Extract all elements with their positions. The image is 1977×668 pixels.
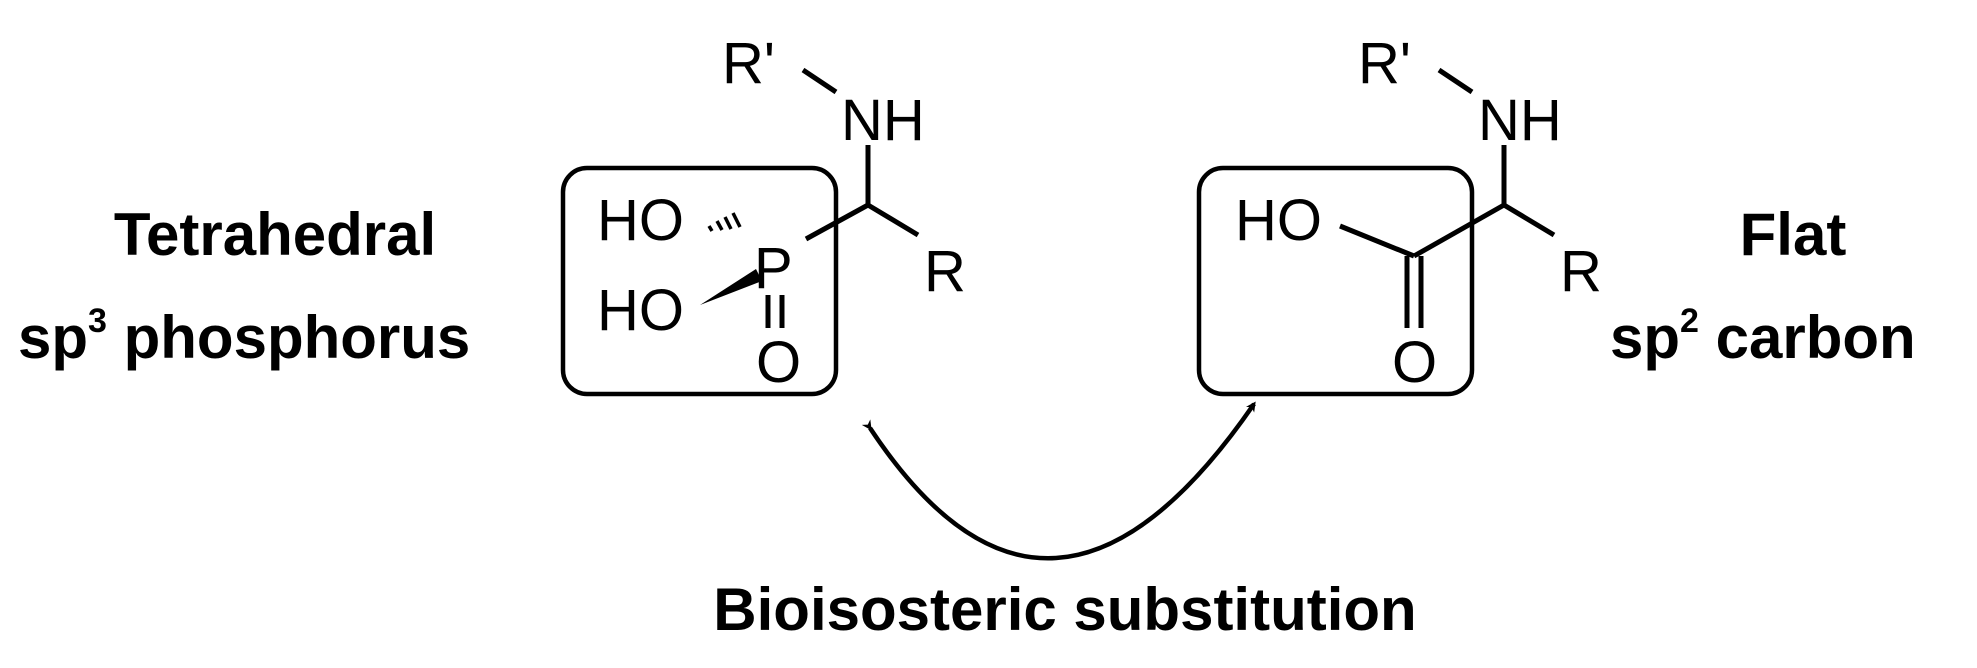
- carboxylic-structure: R' NH R HO O: [1196, 31, 1602, 397]
- phosphonate-r-prime: R': [722, 31, 775, 96]
- phosphonate-structure: R' NH R HO HO P O: [560, 31, 966, 397]
- hashed-wedge-segment: [723, 216, 733, 230]
- hashed-wedge-segment: [707, 225, 714, 232]
- carbonyl-oxygen: O: [1392, 330, 1437, 395]
- left-label: Tetrahedral sp3 phosphorus: [18, 201, 470, 371]
- solid-wedge-bond: [700, 269, 762, 305]
- hashed-wedge-segment: [731, 212, 742, 228]
- right-label-sp: sp: [1610, 304, 1680, 371]
- carboxylic-r-prime: R': [1358, 31, 1411, 96]
- phosphonate-ho-bottom: HO: [597, 278, 684, 343]
- left-label-sp: sp: [18, 304, 88, 371]
- left-label-suffix: phosphorus: [107, 304, 470, 371]
- hashed-wedge-segment: [715, 220, 724, 231]
- right-label-suffix: carbon: [1699, 304, 1916, 371]
- phosphonate-ho-top: HO: [597, 188, 684, 253]
- bond-rprime-nh: [1437, 67, 1474, 95]
- carboxylic-ho: HO: [1235, 188, 1322, 253]
- carboxylic-nh: NH: [1478, 88, 1562, 153]
- phosphorus-atom: P: [754, 236, 793, 301]
- phosphonate-r: R: [924, 239, 966, 304]
- left-label-line1: Tetrahedral: [114, 201, 436, 268]
- bond-oh-carboxyl: [1339, 223, 1415, 259]
- phosphoryl-oxygen: O: [756, 330, 801, 395]
- bond-calpha-carboxyl: [1412, 202, 1506, 259]
- bioisosteric-arrow: [861, 401, 1256, 561]
- bond-calpha-r: [866, 202, 920, 238]
- right-label-line2: sp2 carbon: [1610, 302, 1916, 371]
- right-label-superscript: 2: [1680, 302, 1699, 340]
- bond-calpha-r: [1502, 202, 1556, 238]
- right-label: Flat sp2 carbon: [1610, 201, 1916, 371]
- phosphonate-highlight-box: [560, 165, 839, 397]
- left-label-line2: sp3 phosphorus: [18, 302, 470, 371]
- bond-calpha-p: [804, 202, 870, 242]
- caption-bioisosteric-substitution: Bioisosteric substitution: [713, 576, 1416, 643]
- left-label-superscript: 3: [88, 302, 107, 340]
- bond-rprime-nh: [801, 67, 838, 95]
- carboxylic-r: R: [1560, 239, 1602, 304]
- right-label-line1: Flat: [1740, 201, 1847, 268]
- phosphonate-nh: NH: [841, 88, 925, 153]
- carboxyl-highlight-box: [1196, 165, 1475, 397]
